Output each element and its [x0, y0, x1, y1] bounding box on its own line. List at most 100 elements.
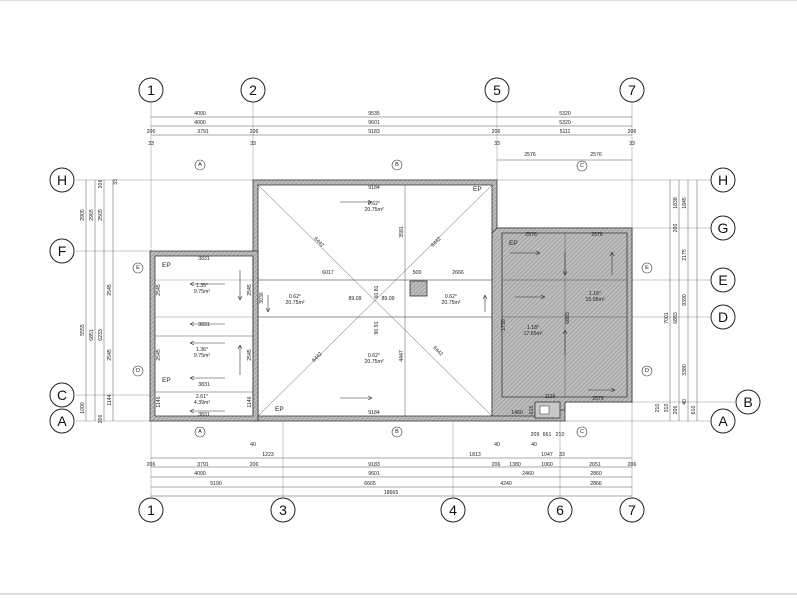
dim-bot-0-6: 33: [559, 452, 565, 458]
dim-bot-small-3: 210: [556, 432, 565, 438]
inner-dim-top-main: 9184: [368, 185, 380, 191]
svg-text:A: A: [198, 429, 202, 435]
dim-right-8: 610: [691, 406, 697, 415]
dim-top-3-3: 206: [250, 129, 259, 135]
inner-dim-left-w-3: 3831: [198, 382, 210, 388]
room-5-slope: 1.35°: [196, 283, 208, 289]
inner-dim-r610: 610: [529, 406, 535, 415]
dimension-chain-bottom: 40 1223 1813 40 1047 33 206 3791 206 918…: [147, 432, 637, 497]
inner-dim-left-w-2: 3831: [198, 322, 210, 328]
inner-dim-left-w-4: 3831: [198, 412, 210, 418]
dim-right-4: 6883: [673, 312, 679, 324]
dim-top-3-7: 206: [628, 129, 637, 135]
dim-bot-0-3: 1813: [469, 452, 481, 458]
inner-dim-3036: 3036: [259, 292, 265, 304]
section-mark-b-top: B: [391, 159, 403, 171]
inner-dim-1146-b: 1146: [247, 396, 253, 407]
room-7-slope: 2.61°: [196, 394, 208, 400]
svg-text:1: 1: [147, 502, 155, 518]
axis-bubble-bottom-3: 3: [270, 497, 296, 523]
svg-text:C: C: [57, 387, 67, 403]
inner-dim-2545-c: 2545: [247, 284, 253, 296]
dim-right-2: 1845: [682, 197, 688, 209]
inner-dim-2545-d: 2545: [247, 349, 253, 361]
dim-right-3: 2175: [682, 249, 688, 261]
inner-dim-4447: 4447: [399, 350, 405, 362]
section-mark-c-bottom: C: [576, 426, 588, 438]
room-3-area: 20.75m²: [441, 300, 460, 306]
dim-top-1-3: 5320: [559, 111, 571, 117]
room-6-area: 9.75m²: [194, 353, 210, 359]
dim-bot-0-4: 40: [494, 442, 500, 448]
room-2-area: 20.75m²: [285, 300, 304, 306]
inner-dim-r1116: 1116: [545, 394, 556, 400]
dim-top-3-5: 206: [492, 129, 501, 135]
svg-text:D: D: [645, 368, 649, 374]
dim-right-7: 3380: [682, 364, 688, 376]
axis-bubble-top-7: 7: [619, 77, 645, 103]
dim-bot-1-6: 1380: [509, 462, 521, 468]
building-walls: [149, 179, 633, 422]
axis-bubble-top-5: 5: [484, 77, 510, 103]
room-9-slope: 1.18°: [527, 325, 539, 331]
inner-dim-r2576-bot: 2576: [592, 396, 604, 402]
inner-dim-3581: 3581: [399, 226, 405, 238]
svg-text:1: 1: [147, 82, 155, 98]
axis-bubble-bottom-6: 6: [547, 497, 573, 523]
axis-bubbles-right: H G E D B A: [710, 167, 761, 434]
dim-left-9: 1000: [80, 402, 86, 414]
svg-text:H: H: [718, 172, 728, 188]
dim-bot-3-1: 5190: [210, 481, 222, 487]
inner-dim-1146-a: 1146: [156, 396, 162, 407]
svg-text:E: E: [136, 265, 140, 271]
svg-text:B: B: [395, 429, 399, 435]
inner-dim-mid-2666: 2666: [452, 270, 464, 276]
axis-bubble-right-g: G: [710, 215, 736, 241]
dim-top-2-1: 4000: [194, 120, 206, 126]
room-1-area: 20.75m²: [364, 207, 383, 213]
axis-bubbles-top: 1 2 5 7: [138, 77, 645, 103]
dim-bot-small-1: 209: [531, 432, 540, 438]
dim-bot-1-4: 9183: [368, 462, 380, 468]
inner-dim-r1730: 1730: [501, 319, 507, 331]
svg-text:C: C: [580, 429, 584, 435]
dim-bot-2-1: 4000: [194, 471, 206, 477]
svg-text:E: E: [718, 272, 727, 288]
inner-dim-diag-1: 6442: [313, 236, 325, 248]
room-6-slope: 1.36°: [196, 347, 208, 353]
axis-bubble-right-b: B: [735, 389, 761, 415]
section-mark-a-bottom: A: [194, 426, 206, 438]
svg-text:A: A: [198, 162, 202, 168]
dim-right-5: 7001: [664, 312, 670, 324]
svg-text:F: F: [58, 243, 67, 259]
dim-left-12: 206: [98, 415, 104, 424]
axis-bubble-bottom-7: 7: [619, 497, 645, 523]
room-3-slope: 0.62°: [445, 294, 457, 300]
dim-bot-0-1: 40: [250, 442, 256, 448]
dim-bot-1-7: 1060: [541, 462, 553, 468]
room-5-area: 9.75m²: [194, 289, 210, 295]
dim-bot-3-4: 2866: [590, 481, 602, 487]
dim-left-8: 2545: [107, 349, 113, 361]
axis-bubble-bottom-1: 1: [138, 497, 164, 523]
room-2-slope: 0.62°: [289, 294, 301, 300]
dim-bot-1-9: 206: [628, 462, 637, 468]
dim-bot-total: 18665: [384, 490, 399, 496]
dim-bot-1-2: 3791: [197, 462, 209, 468]
dim-bot-3-2: 6665: [364, 481, 376, 487]
dim-bot-1-8: 2651: [589, 462, 601, 468]
svg-text:D: D: [718, 309, 728, 325]
dim-top-2-3: 5320: [559, 120, 571, 126]
inner-dim-r2576-top: 2576: [525, 232, 537, 238]
dim-top-small-1: 33: [148, 141, 154, 147]
dim-left-3: 2505: [98, 209, 104, 221]
dim-left-10: 1144: [107, 394, 113, 405]
dim-left-6: 5555: [80, 324, 86, 336]
svg-text:B: B: [743, 394, 752, 410]
dim-bot-2-3: 2460: [522, 471, 534, 477]
svg-text:G: G: [718, 220, 729, 236]
axis-bubble-right-h: H: [710, 167, 736, 193]
dim-top-2-2: 9601: [368, 120, 380, 126]
dim-right-10: 206: [673, 406, 679, 415]
